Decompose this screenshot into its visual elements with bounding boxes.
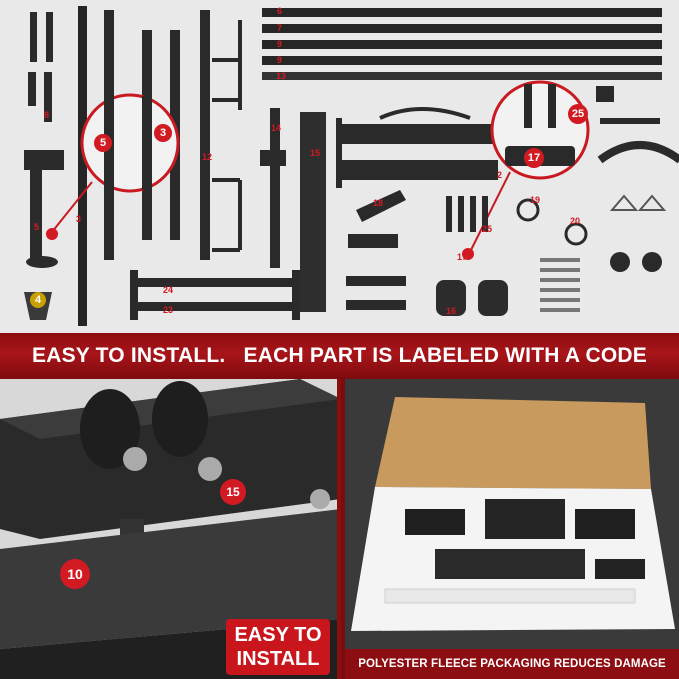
part-label: 12 xyxy=(202,152,213,162)
part-label: 6 xyxy=(277,6,283,16)
part-badge: 17 xyxy=(524,148,544,168)
part-label: 18 xyxy=(373,198,384,208)
part-label: 14 xyxy=(271,123,282,133)
parts-illustration xyxy=(24,6,679,326)
part-badge-10: 10 xyxy=(60,559,90,589)
part-label: 9 xyxy=(277,39,283,49)
part-label: 7 xyxy=(277,23,283,33)
part-label: 25 xyxy=(482,224,493,234)
part-label: 15 xyxy=(310,148,321,158)
part-label: 24 xyxy=(163,285,174,295)
part-badge-15: 15 xyxy=(220,479,246,505)
part-label: 2 xyxy=(497,170,503,180)
part-label: 13 xyxy=(276,71,287,81)
parts-layout-panel: 6 7 9 9 13 5 3 12 14 15 2 17 25 8 5 3 18… xyxy=(0,0,679,338)
part-label: 20 xyxy=(570,216,581,226)
banner-text: EASY TO INSTALL. EACH PART IS LABELED WI… xyxy=(32,344,647,367)
easy-install-callout: EASY TO INSTALL xyxy=(226,619,330,675)
closeup-panel: 15 10 EASY TO INSTALL xyxy=(0,379,341,679)
part-label: 5 xyxy=(34,222,40,232)
part-label: 9 xyxy=(277,55,283,65)
packaging-caption: POLYESTER FLEECE PACKAGING REDUCES DAMAG… xyxy=(345,649,679,679)
packaging-photo xyxy=(345,379,679,649)
part-badge: 3 xyxy=(154,124,172,142)
part-badge: 25 xyxy=(568,104,588,124)
bottom-section: 15 10 EASY TO INSTALL POLYESTER FLEECE P… xyxy=(0,379,679,679)
callout-line-1: EASY TO xyxy=(234,624,322,646)
packaging-panel: POLYESTER FLEECE PACKAGING REDUCES DAMAG… xyxy=(345,379,679,679)
part-label: 17 xyxy=(457,252,468,262)
part-label: 23 xyxy=(163,305,174,315)
part-label: 8 xyxy=(44,110,50,120)
part-badge: 5 xyxy=(94,134,112,152)
part-badge: 4 xyxy=(30,292,46,308)
part-label: 3 xyxy=(76,214,82,224)
callout-line-2: INSTALL xyxy=(236,648,320,670)
headline-banner: EASY TO INSTALL. EACH PART IS LABELED WI… xyxy=(0,333,679,379)
part-label: 16 xyxy=(446,306,457,316)
part-label: 19 xyxy=(530,195,541,205)
